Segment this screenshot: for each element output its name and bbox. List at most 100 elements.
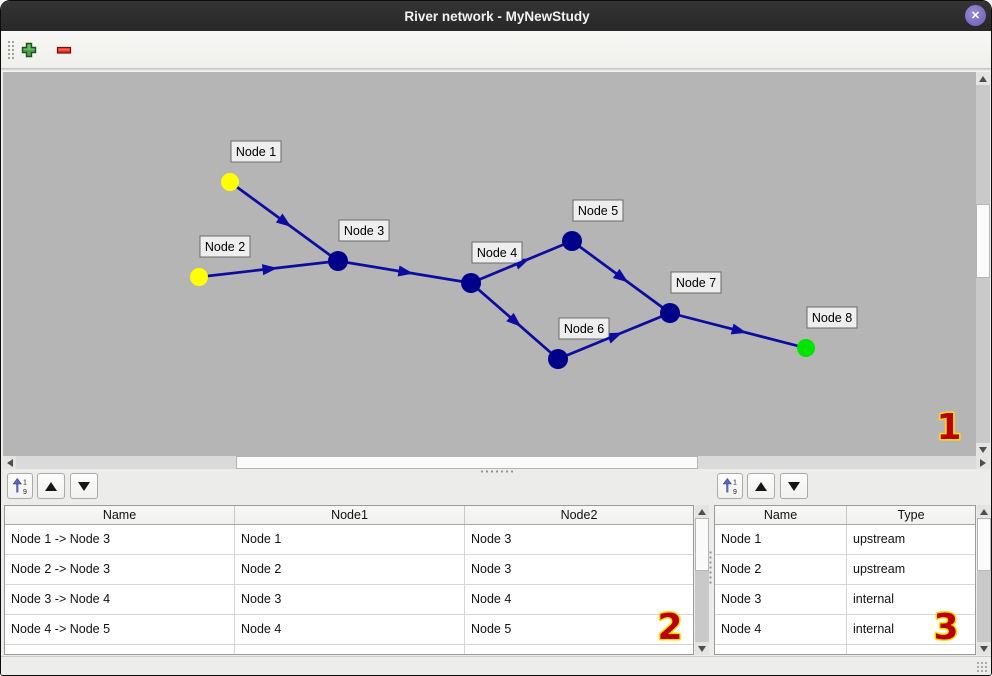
node-circle-node-7[interactable] [660,303,680,323]
scroll-up-button[interactable] [695,505,709,518]
arrow-up-icon [979,75,987,82]
column-header-name[interactable]: Name [5,506,235,524]
cell-node2[interactable]: Node 3 [465,525,693,555]
arrow-up-icon [698,508,706,515]
window-resize-grip[interactable] [976,661,989,674]
move-down-icon [78,481,90,491]
sort-ascending-icon: 1 9 [12,477,27,496]
vertical-scroll-thumb[interactable] [976,204,990,278]
cell-name[interactable]: Node 4 -> Node 5 [5,615,235,645]
edge-node-4-to-node-6[interactable] [470,281,559,361]
scroll-down-button[interactable] [977,642,991,655]
links-table-scrollbar[interactable] [695,505,709,655]
scroll-left-button[interactable] [3,456,16,469]
edge-node-5-to-node-7[interactable] [571,239,671,315]
move-down-icon [788,481,800,491]
scroll-down-button[interactable] [976,443,990,456]
add-link-button[interactable] [18,39,40,61]
nodes-table: Name Type Node 1 upstream Node 2 upstrea… [714,505,976,655]
cell-name[interactable]: Node 1 [715,525,847,555]
vertical-scroll-thumb[interactable] [977,518,991,571]
node-label-box-node-5 [572,199,624,222]
table-panels-splitter[interactable] [708,550,713,584]
node-circle-node-4[interactable] [461,273,481,293]
scroll-right-button[interactable] [976,456,990,469]
horizontal-scroll-thumb[interactable] [236,456,698,469]
cell-name[interactable]: Node 2 -> Node 3 [5,555,235,585]
nodes-move-down-button[interactable] [780,473,808,499]
svg-text:1: 1 [23,479,27,486]
titlebar[interactable]: River network - MyNewStudy ✕ [1,1,991,31]
window-title: River network - MyNewStudy [404,8,590,24]
status-bar [1,656,991,675]
cell-node1[interactable]: Node 4 [235,615,465,645]
node-label-node-6: Node 6 [564,322,604,336]
toolbar-separator [1,69,991,72]
cell-node1[interactable]: Node 3 [235,585,465,615]
cell-name[interactable]: Node 4 [715,615,847,645]
table-row: Node 3 -> Node 4 Node 3 Node 4 [5,585,693,615]
nodes-move-up-button[interactable] [747,473,775,499]
node-label-box-node-2 [199,235,251,258]
canvas-vertical-scrollbar[interactable] [976,72,990,456]
canvas-horizontal-scrollbar[interactable] [3,456,976,469]
cell-name[interactable]: Node 1 -> Node 3 [5,525,235,555]
scroll-down-button[interactable] [695,642,709,655]
node-label-box-node-4 [471,241,523,264]
node-circle-node-5[interactable] [562,231,582,251]
cell-name[interactable]: Node 3 [715,585,847,615]
table-row: Node 2 upstream [715,555,975,585]
column-header-node2[interactable]: Node2 [560,508,598,522]
close-button[interactable]: ✕ [965,5,986,26]
cell-type[interactable]: upstream [847,555,975,585]
node-circle-node-1[interactable] [221,173,239,191]
cell-type[interactable]: internal [847,615,975,645]
table-row: Node 4 internal [715,615,975,645]
node-circle-node-3[interactable] [328,251,348,271]
toolbar-drag-handle[interactable] [7,40,15,61]
edge-node-2-to-node-3[interactable] [198,259,339,279]
table-empty-row [715,645,975,654]
cell-node1[interactable]: Node 1 [235,525,465,555]
arrow-up-icon [980,508,988,515]
links-move-down-button[interactable] [70,473,98,499]
links-sort-button[interactable]: 1 9 [7,473,33,499]
edge-node-1-to-node-3[interactable] [229,180,339,263]
canvas-table-splitter[interactable] [479,469,515,474]
arrow-right-icon [980,458,986,467]
edge-node-3-to-node-4[interactable] [337,259,472,285]
arrow-down-icon [698,645,706,652]
node-circle-node-8[interactable] [797,339,815,357]
nodes-table-scrollbar[interactable] [977,505,991,655]
cell-type[interactable]: internal [847,585,975,615]
cell-node1[interactable]: Node 2 [235,555,465,585]
vertical-scroll-thumb[interactable] [695,518,709,571]
table-empty-row [5,645,693,654]
remove-link-button[interactable] [53,39,75,61]
cell-node2[interactable]: Node 4 [465,585,693,615]
scroll-up-button[interactable] [976,72,990,85]
node-circle-node-6[interactable] [548,349,568,369]
edge-node-4-to-node-5[interactable] [470,239,573,285]
cell-name[interactable]: Node 3 -> Node 4 [5,585,235,615]
edge-node-6-to-node-7[interactable] [557,311,671,361]
main-toolbar [1,31,991,69]
edge-node-7-to-node-8[interactable] [669,311,807,350]
table-row: Node 1 upstream [715,525,975,555]
cell-name[interactable]: Node 2 [715,555,847,585]
svg-text:9: 9 [23,489,27,496]
cell-node2[interactable]: Node 3 [465,555,693,585]
column-header-name[interactable]: Name [715,506,847,524]
minus-icon [56,46,72,54]
node-circle-node-2[interactable] [190,268,208,286]
close-icon: ✕ [970,10,981,22]
scroll-up-button[interactable] [977,505,991,518]
column-header-node1[interactable]: Node1 [235,506,465,524]
column-header-type[interactable]: Type [897,508,925,522]
cell-node2[interactable]: Node 5 [465,615,693,645]
links-move-up-button[interactable] [37,473,65,499]
cell-type[interactable]: upstream [847,525,975,555]
nodes-sort-button[interactable]: 1 9 [717,473,743,499]
